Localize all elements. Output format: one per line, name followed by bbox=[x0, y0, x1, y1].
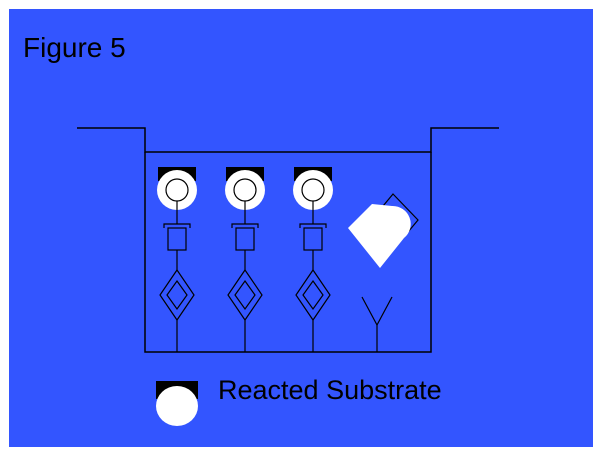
bound-probe-3 bbox=[293, 167, 333, 352]
figure-title: Figure 5 bbox=[23, 32, 126, 63]
legend-label: Reacted Substrate bbox=[218, 375, 442, 405]
figure-panel bbox=[9, 9, 593, 447]
bound-probe-2 bbox=[225, 167, 265, 352]
bound-probe-1 bbox=[157, 167, 197, 352]
well-outline bbox=[77, 127, 499, 353]
empty-antibody-icon bbox=[361, 296, 393, 352]
detached-substrate-complex bbox=[348, 193, 419, 268]
reacted-substrate-icon bbox=[156, 381, 198, 426]
